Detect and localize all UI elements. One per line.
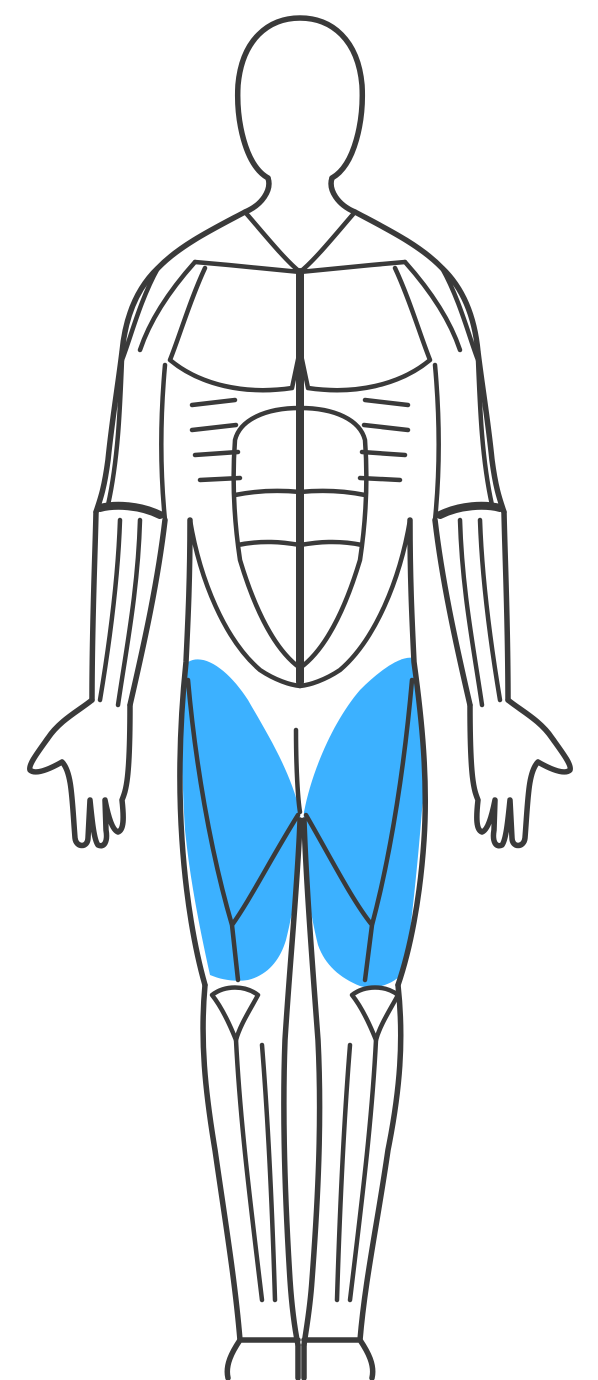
right-hand bbox=[470, 700, 570, 846]
elbow-left bbox=[100, 506, 160, 515]
muscle-detail-lines bbox=[100, 212, 500, 1300]
left-hand bbox=[30, 700, 130, 846]
quadriceps-left[interactable] bbox=[182, 659, 300, 980]
pectoral-left bbox=[170, 268, 300, 390]
quadriceps-right[interactable] bbox=[304, 658, 424, 988]
pectoral-right bbox=[300, 268, 430, 390]
knee-left bbox=[212, 988, 258, 1041]
elbow-right bbox=[440, 506, 500, 515]
left-foot bbox=[227, 1340, 298, 1378]
body-silhouette bbox=[30, 18, 571, 1378]
knee-right bbox=[352, 988, 398, 1041]
shin-lines-left bbox=[236, 1040, 275, 1300]
neck bbox=[245, 178, 355, 212]
head bbox=[238, 18, 363, 178]
right-foot bbox=[304, 1340, 373, 1378]
